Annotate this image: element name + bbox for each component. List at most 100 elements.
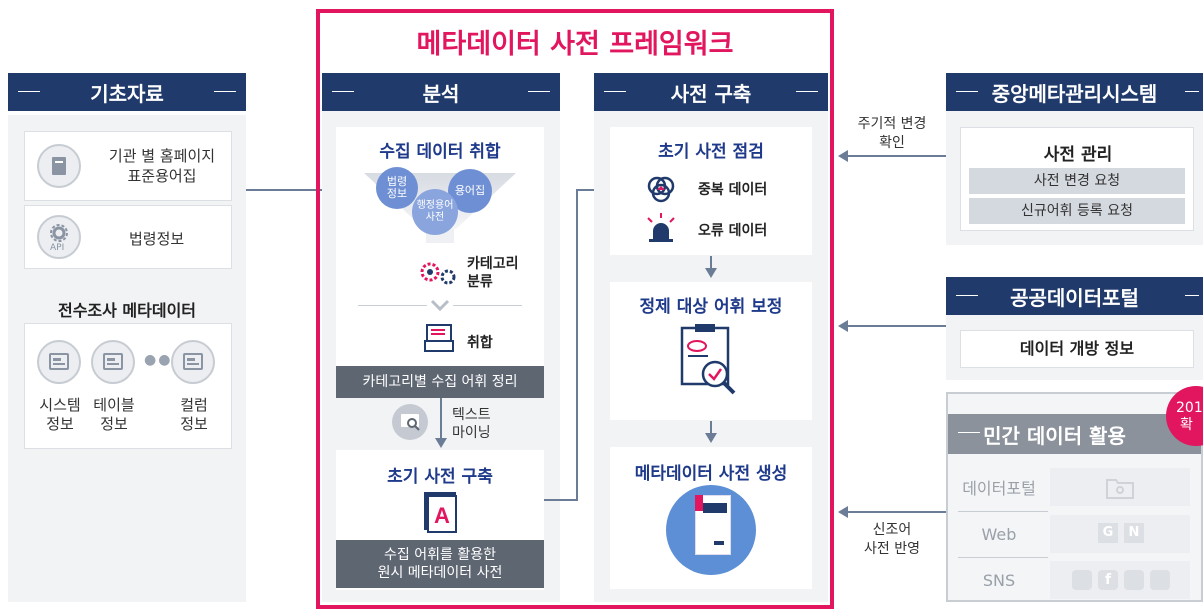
ellipsis-icon: ●● [144, 352, 173, 368]
central-header: 중앙메타관리시스템 [946, 73, 1203, 111]
folder-search-icon [1050, 468, 1190, 506]
text-mining-label-2: 마이닝 [452, 425, 491, 441]
periodic-label-2: 확인 [879, 135, 905, 151]
left-header-label: 기초자료 [90, 81, 164, 106]
google-icon: G [1098, 523, 1118, 543]
table-label-1: 테이블 [93, 396, 135, 414]
raw-dict-line1: 수집 어휘를 활용한 [384, 547, 496, 563]
arrow-central-in [846, 155, 946, 157]
portal-header-label: 공공데이터포털 [1010, 285, 1139, 310]
homepage-label-2: 표준용어집 [127, 167, 197, 185]
channel-sns-label: SNS [982, 570, 1016, 590]
page-title: 메타데이터 사전 프레임워크 [416, 29, 734, 60]
refine-title: 정제 대상 어휘 보정 [639, 297, 783, 317]
classify-label-1: 카테고리 [467, 256, 519, 272]
blog-icon [1072, 570, 1092, 590]
survey-card: ●● 시스템 정보 테이블 정보 컬럼 정보 [24, 323, 232, 449]
generate-title: 메타데이터 사전 생성 [634, 464, 788, 484]
raw-dictionary-bar: 수집 어휘를 활용한 원시 메타데이터 사전 [336, 540, 544, 588]
system-label-2: 정보 [46, 415, 74, 433]
dict-header: 사전 구축 [594, 73, 828, 111]
arrow-mining-down [440, 398, 442, 440]
svg-text:A: A [434, 503, 450, 528]
portal-header: 공공데이터포털 [946, 277, 1203, 315]
admin-terms-bubble: 행정용어 사전 [412, 189, 458, 235]
homepage-glossary-card: 기관 별 홈페이지 표준용어집 [24, 131, 232, 201]
classify-label-2: 분류 [467, 274, 493, 290]
survey-title: 전수조사 메타데이터 [57, 301, 197, 320]
private-header: 민간 데이터 활용 [948, 414, 1201, 454]
table-info-icon [91, 340, 135, 384]
channel-row-sns: SNS f [950, 559, 1200, 601]
arrow-portal-in [846, 325, 946, 327]
arrow-private-in [846, 511, 946, 513]
meta-dictionary-icon [666, 485, 756, 575]
channel-row-web: Web G N [950, 513, 1200, 555]
initial-check-card: 초기 사전 점검 중복 데이터 오류 데이터 [610, 127, 812, 255]
law-info-bubble: 법령 정보 [376, 167, 418, 209]
arrowhead-left-icon-2 [838, 320, 848, 332]
analysis-header: 분석 [322, 73, 560, 111]
system-info-icon [37, 340, 81, 384]
table-label-2: 정보 [100, 415, 128, 433]
channel-row-portal: 데이터포털 [950, 466, 1200, 508]
new-word-label-1: 신조어 [872, 522, 912, 538]
system-label-1: 시스템 [39, 396, 81, 414]
periodic-label-1: 주기적 변경 [857, 116, 927, 132]
column-label-2: 정보 [180, 415, 208, 433]
channel-web-label: Web [981, 524, 1017, 544]
left-header: 기초자료 [8, 73, 246, 111]
cafe-icon [1124, 570, 1144, 590]
alarm-siren-icon [647, 213, 675, 242]
arrowhead-left-icon-3 [838, 506, 848, 518]
merge-label: 취합 [467, 335, 493, 351]
change-request-item: 사전 변경 요청 [969, 168, 1185, 194]
raw-dict-line2: 원시 메타데이터 사전 [377, 565, 503, 581]
dictionary-book-icon: A [424, 492, 457, 533]
private-header-label: 민간 데이터 활용 [983, 423, 1126, 448]
manage-title: 사전 관리 [1043, 145, 1113, 165]
arrowhead-down-icon-2 [705, 268, 717, 278]
collect-title: 수집 데이터 취합 [379, 142, 501, 162]
initial-build-title: 초기 사전 구축 [387, 467, 493, 487]
initial-check-title: 초기 사전 점검 [658, 142, 764, 162]
error-label: 오류 데이터 [698, 223, 768, 239]
naver-icon: N [1124, 523, 1144, 543]
clipboard-check-icon [680, 324, 736, 395]
gears-icon [420, 262, 456, 285]
connector-v [576, 189, 578, 501]
arrowhead-down-icon [435, 438, 447, 448]
collect-card: 수집 데이터 취합 법령 정보 용어집 행정용어 사전 카테고리 분류 취합 [336, 127, 544, 397]
text-mining-label-1: 텍스트 [452, 407, 491, 423]
dictionary-management-card: 사전 관리 사전 변경 요청 신규어휘 등록 요청 [960, 127, 1194, 231]
arrowhead-left-icon [838, 150, 848, 162]
open-data-info-card: 데이터 개방 정보 [960, 330, 1194, 368]
badge-line1: 201 [1176, 400, 1203, 416]
column-info-icon [171, 340, 215, 384]
new-word-request-item: 신규어휘 등록 요청 [969, 198, 1185, 224]
chevron-down-icon [427, 298, 453, 314]
arrow-check-refine [710, 256, 712, 270]
facebook-icon: f [1098, 570, 1118, 590]
analysis-header-label: 분석 [422, 81, 460, 106]
channel-portal-label: 데이터포털 [962, 479, 1036, 498]
web-logos-icon: G N [1050, 515, 1190, 553]
arrowhead-down-icon-3 [705, 433, 717, 443]
duplicate-circles-icon [647, 176, 675, 203]
homepage-label-1: 기관 별 홈페이지 [108, 147, 216, 165]
text-mining-icon [392, 404, 428, 440]
api-gear-icon: API [37, 215, 81, 259]
law-info-card: API 법령정보 [24, 205, 232, 269]
category-summary-bar: 카테고리별 수집 어휘 정리 [336, 366, 544, 398]
central-header-label: 중앙메타관리시스템 [991, 81, 1158, 106]
connector-h1 [544, 499, 577, 501]
badge-line2: 확 [1180, 417, 1193, 433]
generate-card: 메타데이터 사전 생성 [610, 447, 812, 589]
connector-h2 [576, 189, 602, 191]
sns-logos-icon: f [1050, 561, 1190, 599]
arrow-left-to-analysis [246, 189, 330, 191]
duplicate-label: 중복 데이터 [698, 182, 768, 198]
refine-card: 정제 대상 어휘 보정 [610, 282, 812, 420]
api-icon-text: API [50, 243, 65, 253]
law-info-label: 법령정보 [129, 230, 185, 248]
